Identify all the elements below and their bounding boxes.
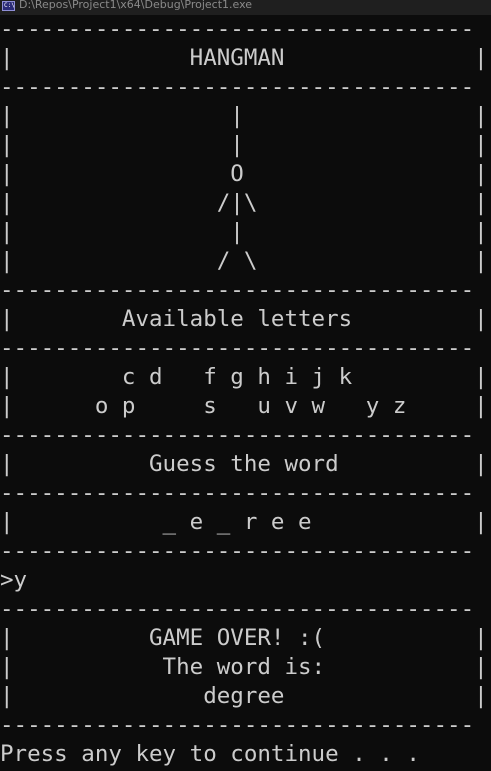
available-letters-heading: | Available letters |	[0, 306, 488, 332]
console-output[interactable]: ----------------------------------- | HA…	[0, 15, 491, 771]
hangman-drawing-row: | O |	[0, 161, 488, 187]
guess-word-heading: | Guess the word |	[0, 451, 488, 477]
border-line: -----------------------------------	[0, 596, 475, 622]
hangman-drawing-row: | /|\ |	[0, 190, 488, 216]
hangman-drawing-row: | | |	[0, 103, 488, 129]
word-reveal-label: | The word is: |	[0, 654, 488, 680]
press-any-key-prompt: Press any key to continue . . .	[0, 741, 420, 767]
hangman-drawing-row: | / \ |	[0, 248, 488, 274]
console-app-icon: C:\	[2, 1, 15, 11]
hangman-drawing-row: | | |	[0, 132, 488, 158]
border-line: -----------------------------------	[0, 16, 475, 42]
border-line: -----------------------------------	[0, 277, 475, 303]
title-row: | HANGMAN |	[0, 45, 488, 71]
word-progress-row: | _ e _ r e e |	[0, 509, 488, 535]
available-letters-row: | o p s u v w y z |	[0, 393, 488, 419]
border-line: -----------------------------------	[0, 74, 475, 100]
game-over-message: | GAME OVER! :( |	[0, 625, 488, 651]
available-letters-row: | c d f g h i j k |	[0, 364, 488, 390]
title-bar[interactable]: C:\ D:\Repos\Project1\x64\Debug\Project1…	[0, 0, 491, 15]
input-prompt[interactable]: >y	[0, 567, 28, 593]
window-title: D:\Repos\Project1\x64\Debug\Project1.exe	[19, 0, 253, 11]
border-line: -----------------------------------	[0, 335, 475, 361]
border-line: -----------------------------------	[0, 712, 475, 738]
border-line: -----------------------------------	[0, 480, 475, 506]
border-line: -----------------------------------	[0, 422, 475, 448]
border-line: -----------------------------------	[0, 538, 475, 564]
revealed-word: | degree |	[0, 683, 488, 709]
hangman-drawing-row: | | |	[0, 219, 488, 245]
